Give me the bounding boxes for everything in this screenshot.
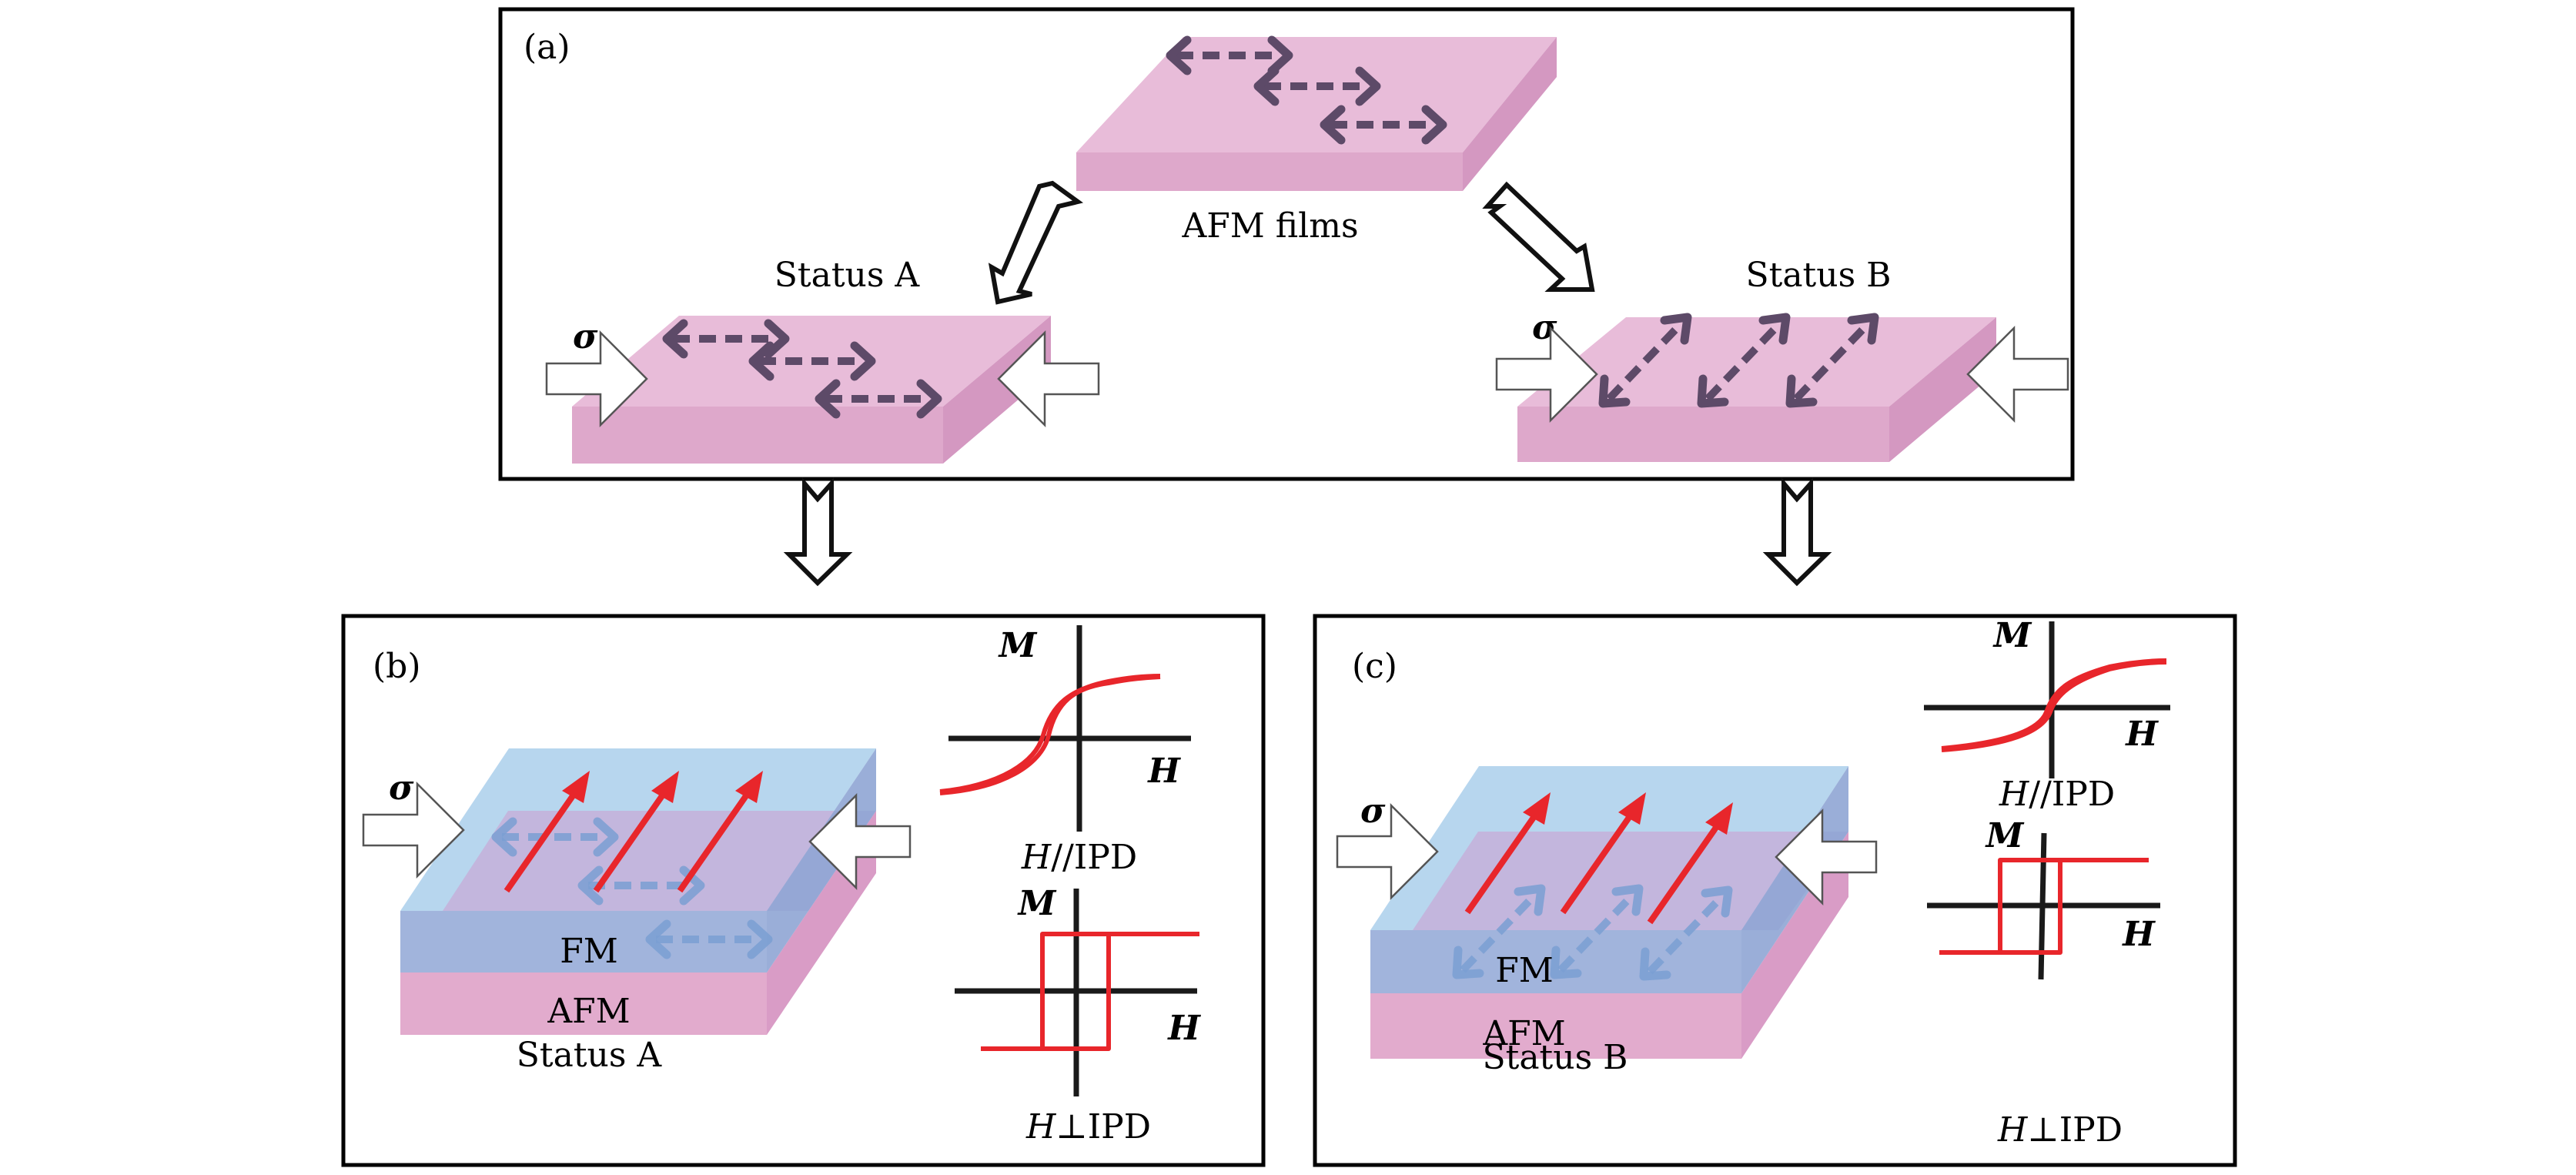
panel-a: (a) AFM films Status A σ Status B <box>498 7 2075 481</box>
mh-loop-perpendicular: M H H⊥IPD <box>1927 816 2160 1150</box>
stress-symbol: σ <box>389 768 414 808</box>
caption-rest: //IPD <box>1051 838 1137 877</box>
status-a-slab <box>572 316 1051 464</box>
caption-rest: ⊥IPD <box>2027 1110 2123 1150</box>
h-axis-label: H <box>1166 1009 1201 1048</box>
loop-curve-descending <box>981 932 1109 1051</box>
fm-layer-label: FM <box>560 932 618 971</box>
mh-loop-perpendicular: M H H⊥IPD <box>955 884 1201 1147</box>
afm-layer-label: AFM <box>1482 1014 1565 1053</box>
status-b-slab <box>1517 317 1996 462</box>
loop-curve-ascending <box>939 675 1161 795</box>
arrow-down-to-b-icon <box>783 477 853 587</box>
status-b-caption: Status B <box>1746 256 1892 295</box>
afm-film-slab <box>1076 37 1557 191</box>
mh-loop-parallel: M H H//IPD <box>1924 616 2170 814</box>
panel-c-label: (c) <box>1352 647 1397 686</box>
loop-caption: H⊥IPD <box>1997 1110 2123 1150</box>
arrow-to-status-a-icon <box>988 180 1084 305</box>
panel-c-frame <box>1313 614 2237 1167</box>
panel-a-label: (a) <box>524 28 570 67</box>
mh-loop-parallel: M H H//IPD <box>939 625 1191 877</box>
status-a-caption: Status A <box>517 1036 663 1075</box>
caption-rest: ⊥IPD <box>1055 1107 1151 1147</box>
bilayer-slab-a <box>400 748 876 1035</box>
panel-c: (c) FM AFM σ Status B M H <box>1313 614 2237 1167</box>
m-axis-label: M <box>998 626 1038 665</box>
panel-b-label: (b) <box>373 647 421 686</box>
afm-films-caption: AFM films <box>1181 206 1358 246</box>
panel-b-frame <box>341 614 1266 1167</box>
h-axis-label: H <box>1146 752 1181 791</box>
panel-b: (b) FM AFM σ Status A <box>341 614 1266 1167</box>
afm-layer-label: AFM <box>547 992 630 1031</box>
arrow-down-to-c-icon <box>1762 477 1832 587</box>
bilayer-slab-b <box>1370 766 1848 1059</box>
status-b-caption: Status B <box>1483 1038 1628 1077</box>
fm-layer-label: FM <box>1495 951 1554 990</box>
caption-var: H <box>1021 838 1052 877</box>
h-axis-label: H <box>2121 915 2156 954</box>
h-axis-label: H <box>2124 715 2159 754</box>
stress-symbol: σ <box>1360 792 1386 831</box>
loop-curve-descending <box>1939 858 2060 955</box>
loop-caption: H//IPD <box>1999 775 2115 814</box>
arrow-to-status-b-icon <box>1482 181 1595 292</box>
panel-a-frame <box>498 7 2075 481</box>
m-axis-label: M <box>1992 616 2032 655</box>
loop-curve-ascending <box>1941 660 2167 752</box>
loop-caption: H⊥IPD <box>1025 1107 1151 1147</box>
caption-var: H <box>1025 1107 1057 1147</box>
m-axis-label: M <box>1017 884 1057 923</box>
caption-var: H <box>1999 775 2030 814</box>
caption-var: H <box>1997 1110 2029 1150</box>
caption-rest: //IPD <box>2029 775 2115 814</box>
status-a-caption: Status A <box>774 256 921 295</box>
stress-symbol: σ <box>573 317 598 357</box>
m-axis-label: M <box>1985 816 2025 855</box>
loop-caption: H//IPD <box>1021 838 1137 877</box>
